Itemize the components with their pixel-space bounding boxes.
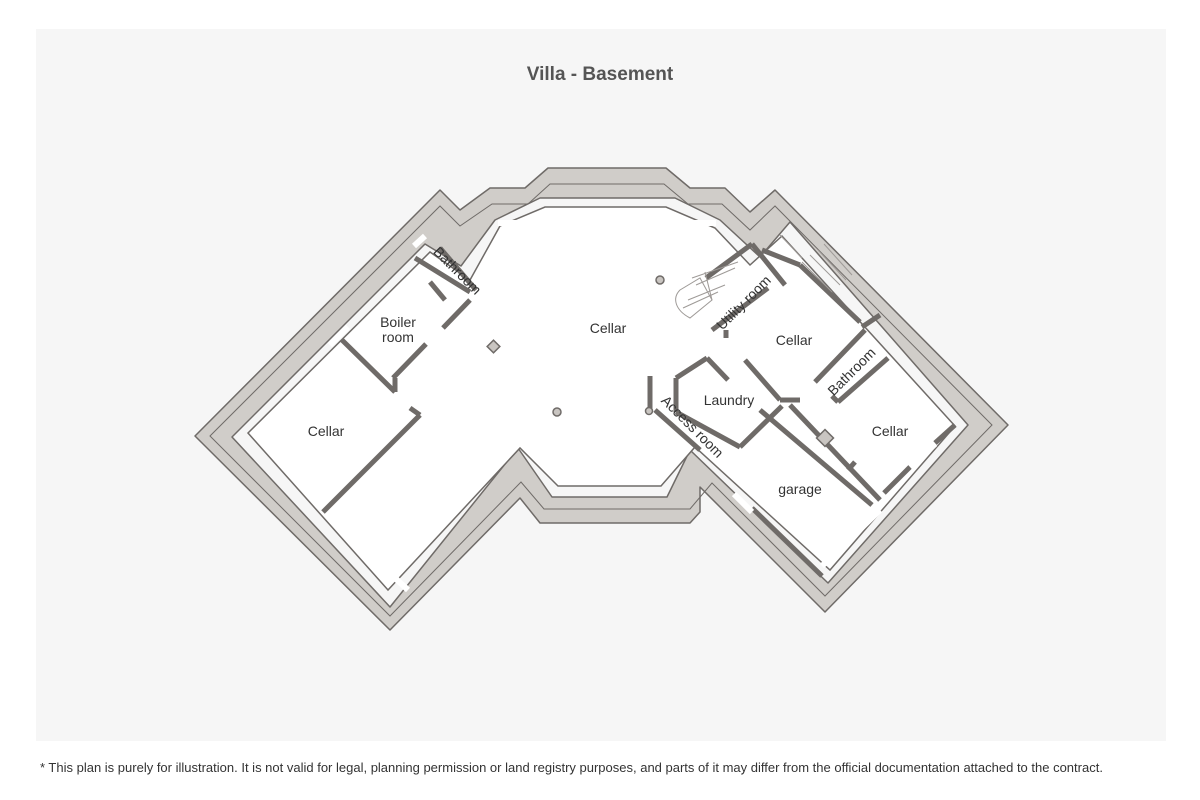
column-square [486,339,501,354]
room-label-laundry: Laundry [704,392,755,408]
column-east [815,428,835,448]
staircase [675,234,853,319]
column-north [655,275,665,285]
column-south [552,407,562,417]
floor-area [246,206,957,592]
room-label-cellar-east: Cellar [776,332,813,348]
disclaimer-text: * This plan is purely for illustration. … [40,760,1103,775]
room-label-garage: garage [778,481,822,497]
room-label-cellar-central: Cellar [590,320,627,336]
outer-wall [194,167,1009,631]
room-label-cellar-southeast: Cellar [872,423,909,439]
plan-title: Villa - Basement [526,64,674,85]
room-label-boiler-room-line2: room [382,329,414,345]
room-label-boiler-room-line1: Boiler [380,314,416,330]
outer-walkway [209,183,993,617]
room-label-cellar-west: Cellar [308,423,345,439]
column-access [644,406,654,416]
interior-walls [321,241,957,578]
windows [327,220,938,593]
